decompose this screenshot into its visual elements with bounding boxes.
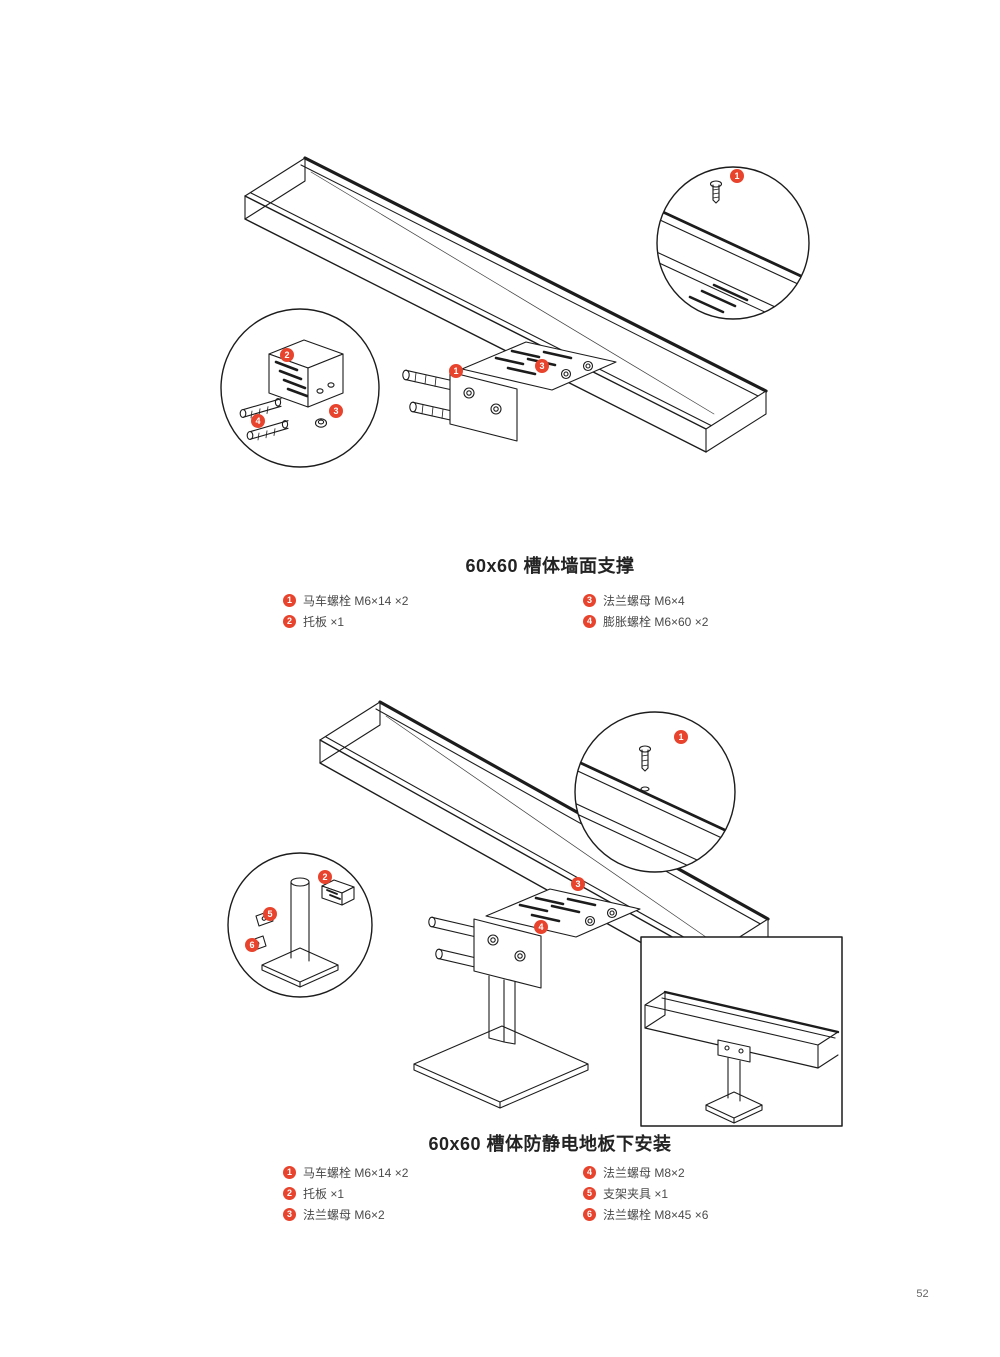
callout-marker: 4 (251, 414, 265, 428)
part-label: 托板 ×1 (303, 1187, 345, 1201)
diagram1-trough (244, 156, 768, 453)
page-number: 52 (916, 1288, 929, 1300)
part-label: 膨胀螺栓 M6×60 ×2 (603, 615, 709, 629)
part-number-badge: 1 (283, 594, 296, 607)
section1-parts-left: 1 马车螺栓 M6×14 ×2 2 托板 ×1 (283, 590, 408, 632)
section1-title: 60x60 槽体墙面支撑 (465, 556, 635, 576)
part-label: 马车螺栓 M6×14 ×2 (303, 594, 409, 608)
part-number-badge: 5 (583, 1187, 596, 1200)
diagram2-callout-screw (574, 711, 736, 873)
diagram1-bracket-assembly (402, 341, 617, 442)
section2-parts-right: 4 法兰螺母 M8×2 5 支架夹具 ×1 6 法兰螺栓 M8×45 ×6 (583, 1162, 708, 1225)
part-item: 3 法兰螺母 M6×2 (283, 1204, 408, 1225)
part-item: 1 马车螺栓 M6×14 ×2 (283, 1162, 408, 1183)
callout-marker: 1 (674, 730, 688, 744)
callout-marker: 2 (280, 348, 294, 362)
callout-marker: 3 (535, 359, 549, 373)
part-label: 法兰螺栓 M8×45 ×6 (603, 1208, 709, 1222)
diagram2-trough (319, 700, 770, 981)
callout-marker: 1 (730, 169, 744, 183)
part-number-badge: 4 (583, 1166, 596, 1179)
diagram2-callout-clamp (227, 852, 373, 998)
part-label: 法兰螺母 M6×2 (303, 1208, 385, 1222)
part-label: 支架夹具 ×1 (603, 1187, 669, 1201)
diagram2-inset-overview (640, 936, 843, 1127)
part-number-badge: 6 (583, 1208, 596, 1221)
section2-parts-left: 1 马车螺栓 M6×14 ×2 2 托板 ×1 3 法兰螺母 M6×2 (283, 1162, 408, 1225)
part-number-badge: 2 (283, 615, 296, 628)
section2-title: 60x60 槽体防静电地板下安装 (428, 1134, 672, 1154)
callout-marker: 1 (449, 364, 463, 378)
part-label: 马车螺栓 M6×14 ×2 (303, 1166, 409, 1180)
callout-marker: 3 (329, 404, 343, 418)
part-item: 2 托板 ×1 (283, 1183, 408, 1204)
diagram1-callout-plate (220, 308, 380, 468)
callout-marker: 5 (263, 907, 277, 921)
part-label: 法兰螺母 M8×2 (603, 1166, 685, 1180)
part-item: 4 膨胀螺栓 M6×60 ×2 (583, 611, 708, 632)
callout-marker: 4 (534, 920, 548, 934)
part-item: 4 法兰螺母 M8×2 (583, 1162, 708, 1183)
part-number-badge: 3 (583, 594, 596, 607)
part-item: 5 支架夹具 ×1 (583, 1183, 708, 1204)
diagram2-stand-assembly (413, 888, 641, 1109)
part-item: 1 马车螺栓 M6×14 ×2 (283, 590, 408, 611)
part-label: 法兰螺母 M6×4 (603, 594, 685, 608)
part-label: 托板 ×1 (303, 615, 345, 629)
callout-marker: 6 (245, 938, 259, 952)
callout-marker: 2 (318, 870, 332, 884)
part-item: 6 法兰螺栓 M8×45 ×6 (583, 1204, 708, 1225)
part-item: 2 托板 ×1 (283, 611, 408, 632)
callout-marker: 3 (571, 877, 585, 891)
part-number-badge: 2 (283, 1187, 296, 1200)
section1-parts-right: 3 法兰螺母 M6×4 4 膨胀螺栓 M6×60 ×2 (583, 590, 708, 632)
diagram1-callout-screw (656, 166, 810, 320)
part-number-badge: 3 (283, 1208, 296, 1221)
part-number-badge: 1 (283, 1166, 296, 1179)
part-number-badge: 4 (583, 615, 596, 628)
part-item: 3 法兰螺母 M6×4 (583, 590, 708, 611)
